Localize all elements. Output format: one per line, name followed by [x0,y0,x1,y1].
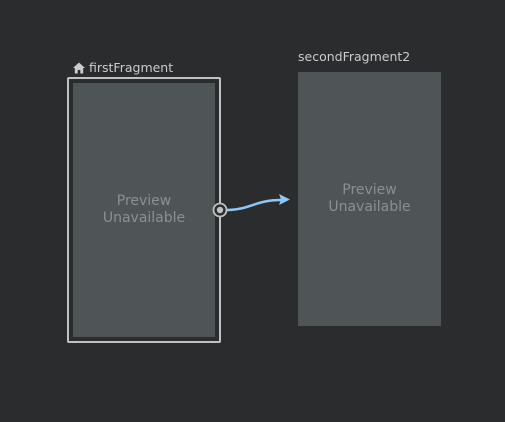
preview-unavailable-text: Preview Unavailable [89,193,199,227]
destination-screen-first-fragment[interactable]: Preview Unavailable [73,83,215,337]
preview-unavailable-text: Preview Unavailable [315,182,425,216]
action-line[interactable] [225,198,282,212]
destination-name: firstFragment [89,60,174,75]
home-icon [73,62,85,74]
action-handle-icon[interactable] [212,202,228,218]
preview-line-2: Unavailable [328,199,411,215]
destination-label-first-fragment: firstFragment [72,60,173,76]
destination-screen-second-fragment2[interactable]: Preview Unavailable [298,72,441,326]
preview-line-1: Preview [116,193,172,209]
destination-name: secondFragment2 [298,49,411,64]
destination-label-second-fragment2: secondFragment2 [298,49,410,65]
preview-line-1: Preview [342,182,397,198]
preview-line-2: Unavailable [102,210,186,226]
